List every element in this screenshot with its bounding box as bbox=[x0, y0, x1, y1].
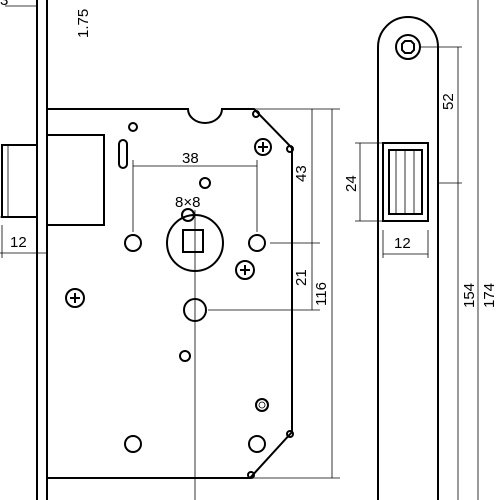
lock-case-outline bbox=[46, 108, 293, 479]
dim-screw-spacing: 154 bbox=[461, 283, 478, 308]
rivet bbox=[286, 145, 294, 153]
screw-icon bbox=[254, 138, 272, 156]
latch-bolt-side bbox=[382, 142, 429, 222]
dim-case-height: 116 bbox=[313, 282, 330, 306]
fixing-hole bbox=[124, 435, 142, 453]
dim-plate-length: 174 bbox=[481, 283, 498, 308]
fixing-hole bbox=[248, 234, 266, 252]
dimension-lines bbox=[0, 5, 340, 500]
latch-housing bbox=[47, 134, 105, 226]
side-dimension-lines bbox=[355, 0, 479, 500]
screw-icon bbox=[65, 288, 85, 308]
dim-spindle-square: 8×8 bbox=[175, 194, 200, 211]
dim-top-cut-prefix: 3 bbox=[0, 0, 8, 9]
faceplate-front bbox=[36, 0, 48, 500]
small-hole bbox=[179, 350, 191, 362]
dim-latch-height: 24 bbox=[343, 175, 360, 192]
small-hole bbox=[258, 401, 266, 409]
fixing-hole bbox=[124, 234, 142, 252]
small-hole bbox=[255, 398, 269, 412]
small-hole bbox=[128, 122, 138, 132]
faceplate-side bbox=[377, 16, 439, 500]
dim-follower-spacing: 38 bbox=[182, 150, 199, 167]
dim-follower-to-top: 43 bbox=[293, 165, 310, 182]
dim-top-cut: 1.75 bbox=[75, 9, 92, 38]
screw-icon bbox=[235, 260, 255, 280]
rivet bbox=[252, 110, 260, 118]
dim-faceplate-width: 12 bbox=[10, 234, 27, 251]
fixing-hole bbox=[248, 435, 266, 453]
slot bbox=[118, 139, 128, 169]
dim-follower-to-cylinder: 21 bbox=[293, 269, 310, 286]
rivet bbox=[286, 430, 294, 438]
small-hole bbox=[199, 177, 211, 189]
dim-screw-to-edge: 52 bbox=[440, 93, 457, 110]
screw-icon bbox=[395, 34, 421, 60]
latch-bolt-front bbox=[1, 144, 38, 218]
dim-latch-depth: 12 bbox=[394, 235, 411, 252]
rivet bbox=[247, 471, 255, 479]
